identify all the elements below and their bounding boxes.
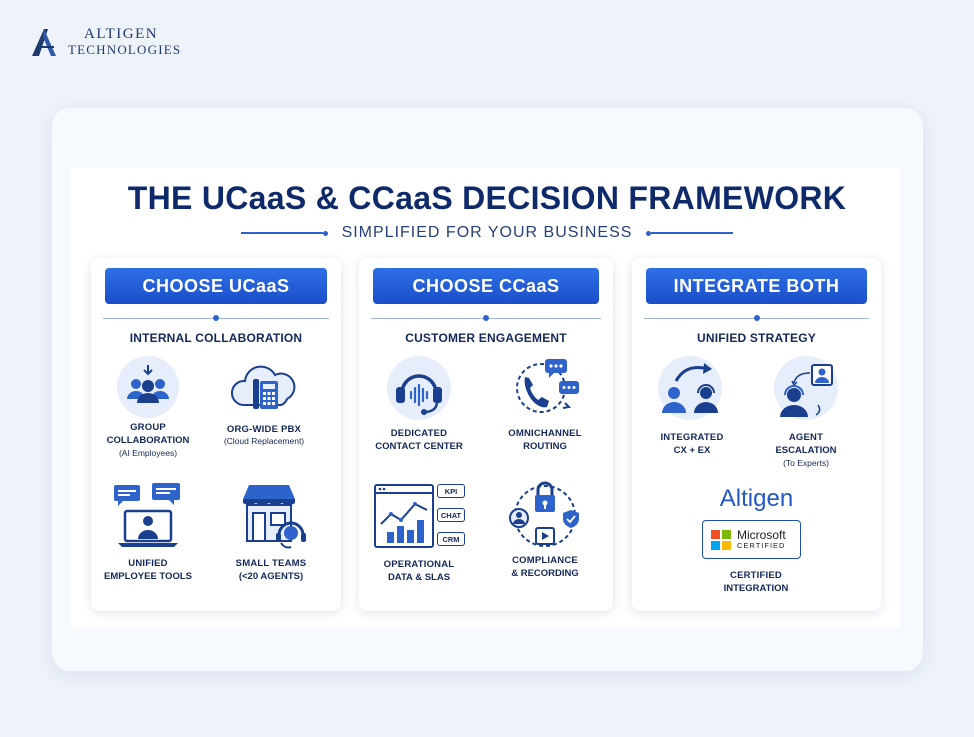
item-dedicated-contact-center: DEDICATED CONTACT CENTER [359, 355, 479, 454]
integrated-cx-ex-icon [658, 356, 722, 420]
card-ccaas: CHOOSE CCaaS CUSTOMER ENGAGEMENT DEDICAT… [359, 258, 613, 611]
item-label: UNIFIED [128, 558, 168, 569]
item-label: DEDICATED [390, 428, 448, 439]
item-small-teams: SMALL TEAMS (<20 AGENTS) [211, 483, 331, 584]
omnichannel-routing-icon [516, 359, 579, 413]
item-label-2: CONTACT CENTER [375, 441, 463, 453]
badge-line2: CERTIFIED [737, 540, 786, 550]
item-note: (AI Employees) [118, 447, 178, 458]
tag-chat: CHAT [437, 508, 465, 522]
cloud-pbx-icon [231, 365, 296, 409]
altigen-wordmark: Altigen [719, 485, 794, 512]
item-label: OPERATIONAL [383, 559, 455, 570]
item-operational-data: OPERATIONAL DATA & SLAS [359, 482, 479, 585]
item-label-2: EMPLOYEE TOOLS [104, 571, 192, 583]
item-label: OMNICHANNEL [508, 428, 582, 439]
page-title: THE UCaaS & CCaaS DECISION FRAMEWORK [127, 180, 847, 216]
altigen-logo-icon [32, 29, 56, 56]
item-label-2: ESCALATION [775, 445, 837, 457]
tag-kpi: KPI [437, 484, 465, 498]
item-label: AGENT [788, 432, 824, 443]
item-note: (Cloud Replacement) [223, 436, 305, 447]
page-subtitle: SIMPLIFIED FOR YOUR BUSINESS [341, 224, 633, 241]
subtitle-rule-right [646, 230, 734, 236]
item-label-2: (<20 AGENTS) [238, 571, 304, 583]
logo-line2: Technologies [68, 42, 182, 58]
subtitle-row: SIMPLIFIED FOR YOUR BUSINESS [0, 224, 974, 242]
card-ucaas-heading: CHOOSE UCaaS [105, 268, 327, 304]
microsoft-logo-icon [711, 529, 731, 550]
item-agent-escalation: AGENT ESCALATION (To Experts) [746, 355, 866, 469]
subtitle-rule-left [240, 230, 328, 236]
item-integrated-cx-ex: INTEGRATED CX + EX [632, 355, 752, 458]
card-divider [644, 315, 869, 321]
item-unified-employee-tools: UNIFIED EMPLOYEE TOOLS [88, 483, 208, 584]
group-collaboration-icon [117, 356, 179, 418]
item-label: GROUP [130, 422, 166, 433]
item-label-2: ROUTING [523, 441, 567, 453]
item-label: COMPLIANCE [512, 555, 578, 566]
card-ccaas-heading: CHOOSE CCaaS [373, 268, 599, 304]
item-label: SMALL TEAMS [235, 558, 307, 569]
item-group-collaboration: GROUP COLLABORATION (AI Employees) [88, 355, 208, 459]
item-label: CERTIFIED [730, 570, 782, 581]
logo-line1: Altigen [84, 26, 159, 43]
card-divider [103, 315, 329, 321]
card-integrate-both: INTEGRATE BOTH UNIFIED STRATEGY INTEGRAT… [632, 258, 881, 611]
item-label: INTEGRATED [660, 432, 724, 443]
small-team-storefront-icon [243, 485, 306, 549]
altigen-logo: Altigen Technologies [30, 26, 181, 58]
agent-escalation-icon [774, 356, 838, 420]
card-ucaas: CHOOSE UCaaS INTERNAL COLLABORATION GROU… [91, 258, 341, 611]
card-integrate-heading: INTEGRATE BOTH [646, 268, 867, 304]
item-note: (To Experts) [783, 457, 829, 468]
card-ucaas-subheading: INTERNAL COLLABORATION [129, 331, 303, 345]
tag-crm: CRM [437, 532, 465, 546]
item-certified-integration: CERTIFIED INTEGRATION [696, 569, 816, 596]
item-label-2: & RECORDING [511, 568, 579, 580]
item-label-2: CX + EX [673, 445, 711, 457]
item-label-2: COLLABORATION [106, 435, 190, 447]
card-ccaas-subheading: CUSTOMER ENGAGEMENT [405, 331, 567, 345]
item-compliance-recording: COMPLIANCE & RECORDING [485, 478, 605, 581]
microsoft-certified-badge: Microsoft CERTIFIED [702, 520, 801, 559]
headset-icon [387, 356, 451, 420]
compliance-lock-icon [509, 481, 579, 547]
item-label-2: INTEGRATION [723, 583, 789, 595]
card-divider [371, 315, 601, 321]
item-label: ORG-WIDE PBX [226, 424, 302, 435]
dashboard-chart-icon [374, 484, 434, 548]
item-org-wide-pbx: ORG-WIDE PBX (Cloud Replacement) [204, 355, 324, 448]
employee-tools-icon [114, 483, 180, 547]
card-integrate-subheading: UNIFIED STRATEGY [697, 331, 816, 345]
item-omnichannel-routing: OMNICHANNEL ROUTING [485, 355, 605, 454]
badge-line1: Microsoft [737, 528, 786, 543]
item-label-2: DATA & SLAS [387, 572, 451, 584]
